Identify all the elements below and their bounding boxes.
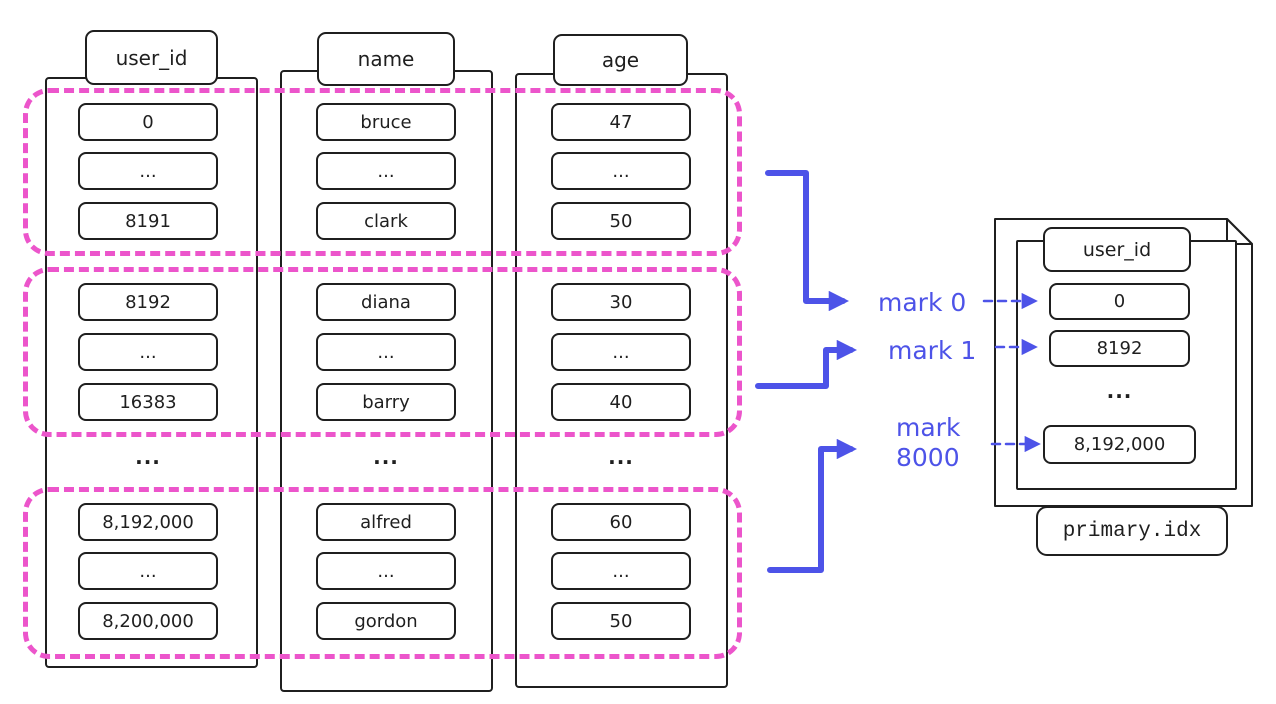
index-cell: 0	[1049, 283, 1190, 320]
cell-value: ...	[377, 160, 395, 182]
index-cell: 8,192,000	[1043, 425, 1196, 464]
cell-value: 8192	[1096, 338, 1143, 359]
mark-label-text: mark	[896, 413, 961, 442]
table-cell: 60	[551, 503, 691, 541]
cell-value: 8192	[125, 291, 171, 313]
table-cell: ...	[316, 552, 456, 590]
table-cell: 30	[551, 283, 691, 321]
granule-box-0	[23, 88, 742, 256]
cell-value: 16383	[119, 391, 177, 413]
table-cell: 47	[551, 103, 691, 141]
cell-value: ...	[612, 160, 630, 182]
cell-value: clark	[364, 210, 408, 232]
granule-box-1	[23, 267, 742, 437]
table-cell: 16383	[78, 383, 218, 421]
cell-value: 50	[609, 610, 633, 632]
cell-value: ...	[139, 560, 157, 582]
table-cell: 8,200,000	[78, 602, 218, 640]
table-cell: 40	[551, 383, 691, 421]
table-cell: 8191	[78, 202, 218, 240]
granule-box-2	[23, 487, 742, 659]
index-cell: 8192	[1049, 330, 1190, 367]
table-cell: 50	[551, 602, 691, 640]
cell-value: ...	[139, 341, 157, 363]
table-cell: bruce	[316, 103, 456, 141]
table-cell: ...	[78, 552, 218, 590]
table-cell: ...	[551, 333, 691, 371]
table-cell: ...	[551, 552, 691, 590]
cell-value: ...	[377, 341, 395, 363]
cell-value: 50	[609, 210, 633, 232]
column-ellipsis: ...	[316, 442, 456, 472]
cell-value: ...	[612, 560, 630, 582]
cell-value: ...	[377, 560, 395, 582]
cell-value: 0	[142, 111, 154, 133]
column-header-label: user_id	[115, 45, 188, 70]
column-ellipsis: ...	[78, 442, 218, 472]
ellipsis-text: ...	[135, 445, 161, 469]
cell-value: 8,200,000	[102, 610, 194, 632]
cell-value: 47	[609, 111, 633, 133]
mark-label-text: mark 1	[888, 336, 977, 365]
mark-label-8000: mark 8000	[896, 413, 960, 473]
table-cell: 0	[78, 103, 218, 141]
cell-value: ...	[139, 160, 157, 182]
column-header-name: name	[317, 32, 455, 86]
cell-value: 8,192,000	[102, 511, 194, 533]
cell-value: 8191	[125, 210, 171, 232]
table-cell: diana	[316, 283, 456, 321]
ellipsis-text: ...	[1106, 379, 1133, 403]
cell-value: alfred	[360, 511, 412, 533]
cell-value: diana	[361, 291, 411, 313]
column-header-label: name	[357, 47, 415, 71]
cell-value: 40	[609, 391, 633, 413]
table-cell: ...	[316, 152, 456, 190]
table-cell: ...	[78, 152, 218, 190]
table-cell: 50	[551, 202, 691, 240]
mark-label-text: mark 0	[878, 288, 967, 317]
arrow-granule2-to-mark8000	[767, 438, 858, 573]
mark-label-1: mark 1	[888, 336, 976, 366]
cell-value: gordon	[354, 610, 418, 632]
arrow-granule1-to-mark1	[755, 339, 858, 389]
column-ellipsis: ...	[551, 442, 691, 472]
index-file-header-user-id: user_id	[1043, 227, 1191, 272]
mark-label-text: 8000	[896, 443, 960, 472]
table-cell: ...	[551, 152, 691, 190]
ellipsis-text: ...	[373, 445, 399, 469]
cell-value: barry	[362, 391, 410, 413]
column-header-user-id: user_id	[85, 30, 218, 85]
index-ellipsis: ...	[1049, 376, 1190, 406]
cell-value: 30	[609, 291, 633, 313]
arrow-granule0-to-mark0	[765, 170, 850, 312]
cell-value: 8,192,000	[1073, 434, 1166, 455]
table-cell: 8192	[78, 283, 218, 321]
cell-value: bruce	[360, 111, 412, 133]
column-header-label: user_id	[1082, 238, 1152, 261]
table-cell: barry	[316, 383, 456, 421]
mark-label-0: mark 0	[878, 288, 966, 318]
cell-value: 0	[1113, 291, 1126, 312]
filename-badge: primary.idx	[1036, 506, 1228, 556]
column-header-label: age	[601, 48, 640, 72]
ellipsis-text: ...	[608, 445, 634, 469]
cell-value: ...	[612, 341, 630, 363]
cell-value: 60	[609, 511, 633, 533]
table-cell: gordon	[316, 602, 456, 640]
table-cell: clark	[316, 202, 456, 240]
table-cell: alfred	[316, 503, 456, 541]
table-cell: 8,192,000	[78, 503, 218, 541]
filename-text: primary.idx	[1062, 519, 1202, 543]
table-cell: ...	[316, 333, 456, 371]
table-cell: ...	[78, 333, 218, 371]
column-header-age: age	[553, 34, 688, 86]
